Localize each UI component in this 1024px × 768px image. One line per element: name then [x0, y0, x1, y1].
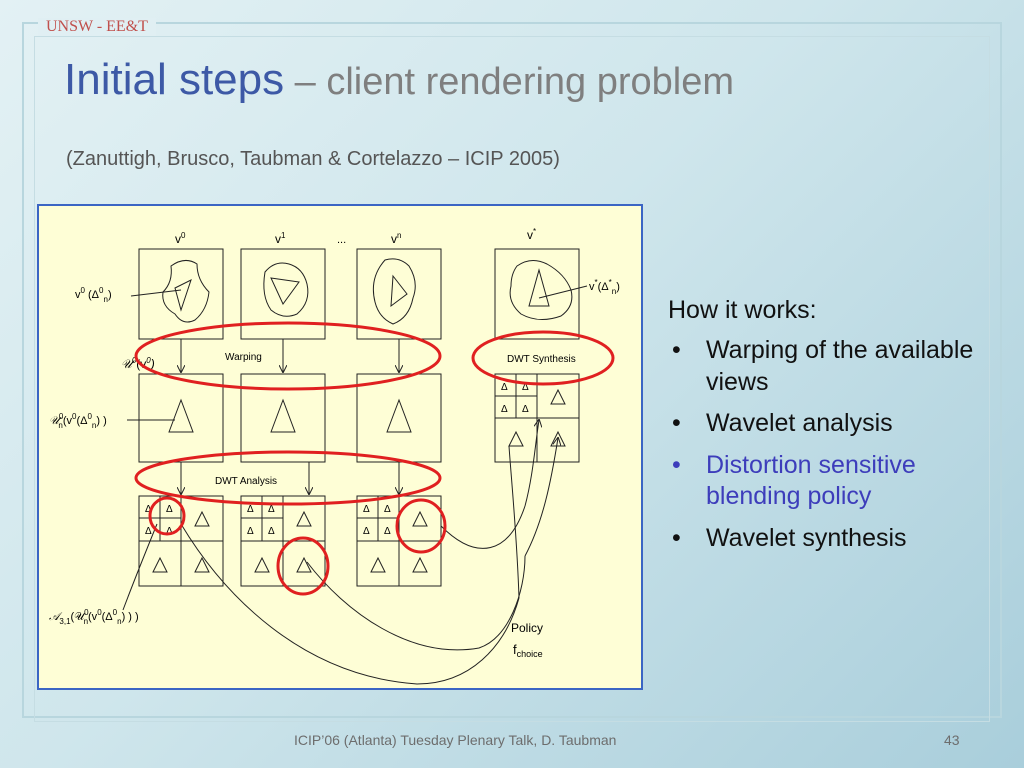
notes-item-blending-policy: • Distortion sensitive blending policy: [668, 450, 988, 513]
slide-title: Initial steps – client rendering problem: [64, 55, 734, 105]
svg-text:Δ: Δ: [363, 504, 370, 515]
warping-label: Warping: [225, 352, 262, 363]
svg-text:Δ: Δ: [384, 504, 391, 515]
synthesis-highlight: [471, 330, 615, 386]
bullet-marker: •: [672, 450, 681, 479]
target-view-label: v*(Δ*n): [589, 278, 620, 296]
source-view-label: v0 (Δ0n): [75, 286, 112, 304]
bullet-marker: •: [672, 336, 681, 364]
view-box-n: [356, 248, 442, 340]
notes-panel: How it works: • Warping of the available …: [668, 296, 988, 564]
svg-text:Δ: Δ: [363, 526, 370, 537]
slide-inner-frame: [34, 36, 990, 722]
notes-item-warping: • Warping of the available views: [668, 335, 988, 398]
svg-text:Δ: Δ: [501, 404, 508, 415]
warped-box-n: [356, 373, 442, 463]
slide-frame: [22, 22, 1002, 718]
svg-text:Δ: Δ: [145, 504, 152, 515]
view-header-0: v0: [175, 231, 186, 246]
notes-item-analysis: • Wavelet analysis: [668, 408, 988, 440]
svg-text:Δ: Δ: [247, 526, 254, 537]
footer-talk-title: ICIP’06 (Atlanta) Tuesday Plenary Talk, …: [294, 732, 617, 748]
view-box-target: [494, 248, 580, 340]
analysis-highlight: [134, 450, 442, 506]
notes-item-text: Warping of the available views: [706, 336, 974, 396]
choice-function-label: fchoice: [513, 642, 543, 659]
bullet-marker: •: [672, 409, 681, 437]
warping-highlight: [134, 321, 442, 391]
title-main: Initial steps: [64, 55, 285, 104]
dwt-analysis-label: DWT Analysis: [215, 476, 277, 487]
figure-panel: v0 v1 ... vn v* v0 (Δ0n) v*(Δ*n): [37, 204, 643, 690]
svg-text:Δ: Δ: [145, 526, 152, 537]
svg-text:Δ: Δ: [268, 526, 275, 537]
notes-list: • Warping of the available views • Wavelet…: [668, 335, 988, 554]
view-header-1: v1: [275, 231, 286, 246]
selected-subband-highlight-1: [276, 536, 330, 596]
svg-text:Δ: Δ: [166, 526, 173, 537]
svg-text:Δ: Δ: [522, 404, 529, 415]
dwt-synthesis-label: DWT Synthesis: [507, 354, 576, 365]
svg-text:Δ: Δ: [166, 504, 173, 515]
brand-label: UNSW - EE&T: [38, 18, 156, 36]
view-header-n: vn: [391, 231, 401, 246]
svg-text:Δ: Δ: [522, 382, 529, 393]
notes-item-text: Wavelet analysis: [706, 409, 893, 437]
svg-text:Δ: Δ: [501, 382, 508, 393]
notes-item-text: Wavelet synthesis: [706, 523, 907, 552]
view-box-1: [240, 248, 326, 340]
citation: (Zanuttigh, Brusco, Taubman & Cortelazzo…: [66, 148, 560, 170]
notes-item-synthesis: • Wavelet synthesis: [668, 523, 988, 555]
policy-label: Policy: [511, 621, 543, 635]
view-header-target: v*: [527, 227, 536, 242]
warped-box-0: [138, 373, 224, 463]
warped-box-1: [240, 373, 326, 463]
svg-text:Δ: Δ: [268, 504, 275, 515]
title-subtitle: – client rendering problem: [284, 61, 735, 103]
notes-heading: How it works:: [668, 296, 817, 324]
pipeline-diagram: v0 v1 ... vn v* v0 (Δ0n) v*(Δ*n): [49, 227, 620, 685]
selected-subband-highlight-n: [395, 498, 447, 554]
view-header-ellipsis: ...: [337, 234, 346, 246]
svg-text:Δ: Δ: [247, 504, 254, 515]
bullet-marker: •: [672, 523, 681, 552]
selected-subband-highlight-0: [148, 496, 186, 536]
svg-text:Δ: Δ: [384, 526, 391, 537]
page-number: 43: [944, 732, 960, 748]
notes-item-text: Distortion sensitive blending policy: [706, 450, 916, 511]
